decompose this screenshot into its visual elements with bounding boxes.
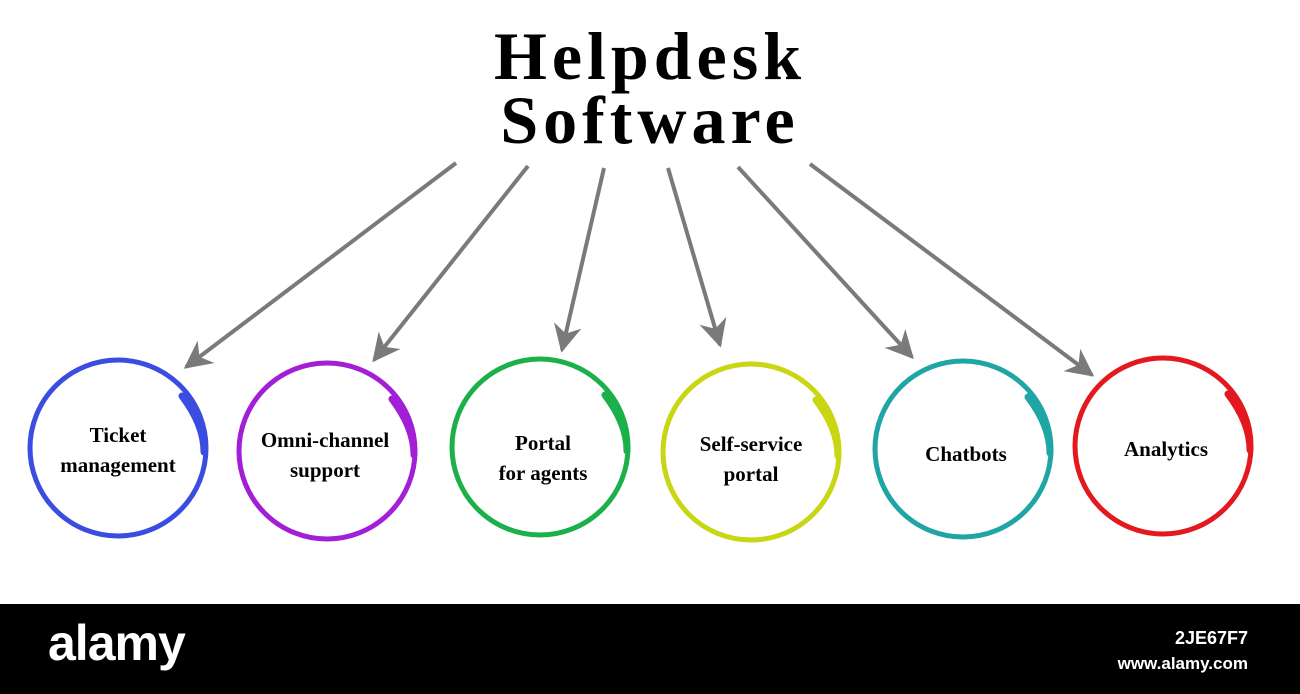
arrows-group xyxy=(183,161,1095,377)
circle-omni-channel-support xyxy=(236,360,418,542)
node-label-line: for agents xyxy=(498,461,588,485)
node-label-self-service-portal: Self-service portal xyxy=(656,429,846,489)
node-label-line: support xyxy=(289,458,361,482)
image-id: 2JE67F7 xyxy=(1174,628,1248,648)
arrow-portal-for-agents xyxy=(554,167,606,353)
arrow-analytics xyxy=(808,162,1095,377)
diagram-title-line-2: Software xyxy=(500,82,800,158)
circle-chatbots xyxy=(872,358,1054,540)
diagram-title-line-1: Helpdesk xyxy=(493,18,807,94)
circle-portal-for-agents xyxy=(449,356,631,538)
node-label-line: portal xyxy=(723,462,779,486)
circles-group xyxy=(27,355,1254,543)
node-label-chatbots: Chatbots xyxy=(871,439,1061,469)
circle-ticket-management xyxy=(27,357,209,539)
arrow-chatbots xyxy=(736,165,914,360)
node-label-line: Self-service xyxy=(699,432,803,456)
node-label-analytics: Analytics xyxy=(1071,434,1261,464)
site-url: www.alamy.com xyxy=(1117,654,1248,673)
node-label-line: Chatbots xyxy=(925,442,1007,466)
node-label-line: management xyxy=(60,453,176,477)
node-label-ticket-management: Ticket management xyxy=(23,420,213,480)
alamy-logo: alamy xyxy=(48,615,186,671)
node-label-line: Portal xyxy=(515,431,571,455)
circle-analytics xyxy=(1072,355,1254,537)
node-label-line: Analytics xyxy=(1124,437,1208,461)
node-label-portal-for-agents: Portal for agents xyxy=(448,428,638,488)
node-label-line: Ticket xyxy=(89,423,147,447)
arrow-self-service-portal xyxy=(666,167,727,348)
watermark-footer: alamy 2JE67F7 www.alamy.com xyxy=(0,604,1300,694)
arrow-omni-channel-support xyxy=(372,164,530,363)
node-label-line: Omni-channel xyxy=(260,428,390,452)
arrow-ticket-management xyxy=(183,161,458,369)
diagram-canvas xyxy=(27,161,1254,543)
circle-self-service-portal xyxy=(660,361,842,543)
node-label-omni-channel-support: Omni-channel support xyxy=(230,425,420,485)
